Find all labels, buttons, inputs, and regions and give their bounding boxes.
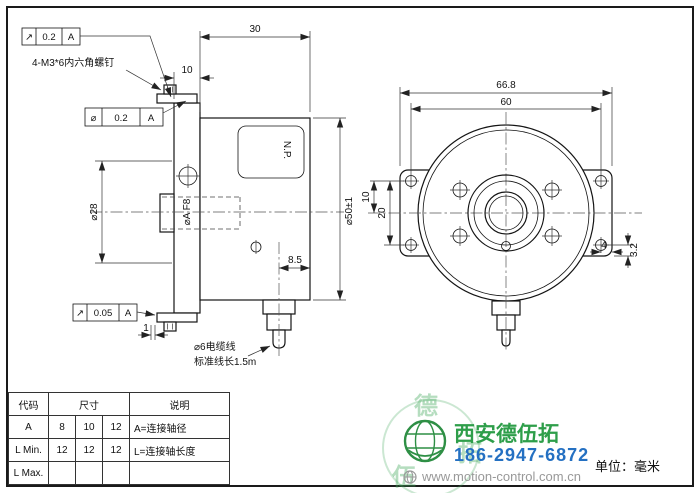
cell-desc: L=连接轴长度 — [129, 438, 230, 462]
dim-hole-spacing-label: 20 — [377, 207, 388, 219]
company-logo — [403, 419, 447, 463]
dim-plate-thickness-label: 1 — [143, 323, 149, 334]
shaft-bore-hidden — [162, 196, 241, 230]
screw-callout: 4-M3*6内六角螺钉 — [32, 56, 114, 69]
table-header-row: 代码 尺寸 说明 — [8, 392, 230, 416]
fcf-bottom-value: 0.05 — [94, 308, 113, 319]
watermark-circle — [382, 399, 480, 493]
drawing-frame — [6, 6, 694, 487]
table-row-a: A 8 10 12 A=连接轴径 — [8, 415, 230, 439]
dim-d50: ⌀50±1 — [313, 117, 355, 301]
dim-8-5: 8.5 — [278, 255, 310, 272]
cell-code: L Max. — [8, 461, 49, 485]
shaft-stub — [159, 193, 175, 233]
cell-desc — [129, 461, 230, 485]
cable-callout: ⌀6电缆线 — [194, 340, 236, 353]
dim-66-8: 66.8 — [399, 80, 613, 166]
hub-screw-holes — [450, 180, 562, 246]
dim-cable-offset-label: 8.5 — [288, 255, 302, 266]
fcf-top-datum: A — [68, 32, 75, 43]
set-screw-hole — [501, 241, 511, 251]
encoder-body — [199, 117, 311, 301]
website-row: www.motion-control.com.cn — [403, 469, 581, 484]
dim-d28: ⌀28 — [89, 160, 172, 264]
dim-depth-label: 30 — [249, 24, 261, 35]
dim-10: 10 — [160, 65, 214, 99]
flange-screw-hole — [176, 164, 200, 188]
dim-10-right: 10 — [361, 180, 378, 213]
company-name: 西安德伍拓 — [454, 423, 559, 446]
phone-number: 186-2947-6872 — [454, 445, 590, 465]
cell-value: 12 — [102, 438, 130, 462]
dim-overall-width-label: 66.8 — [496, 80, 516, 91]
cell-value: 12 — [75, 438, 103, 462]
fcf-bottom-datum: A — [125, 308, 132, 319]
nameplate-label: N.P. — [281, 141, 292, 159]
cell-value: 10 — [75, 415, 103, 439]
cell-value — [102, 461, 130, 485]
cable-length-callout: 标准线长1.5m — [194, 355, 256, 368]
dim-3-2: 3.2 — [607, 233, 640, 268]
dim-60: 60 — [410, 97, 602, 173]
cell-desc: A=连接轴径 — [129, 415, 230, 439]
dim-4: 4 — [590, 240, 623, 256]
table-row-lmin: L Min. 12 12 12 L=连接轴长度 — [8, 438, 230, 462]
dim-1: 1 — [138, 323, 168, 340]
dim-slot-depth-label: 3.2 — [629, 243, 640, 257]
header-size: 尺寸 — [48, 392, 130, 416]
nameplate-area — [237, 125, 305, 179]
cell-value: 12 — [48, 438, 76, 462]
cell-value: 8 — [48, 415, 76, 439]
fcf-top-value: 0.2 — [42, 32, 55, 43]
shaft-bore — [484, 191, 528, 235]
dim-body-diameter-label: ⌀50±1 — [344, 196, 355, 225]
fcf-mid-datum: A — [148, 113, 155, 124]
globe-icon — [403, 469, 417, 484]
watermark-char: 拓 — [458, 440, 482, 467]
cell-value: 12 — [102, 415, 130, 439]
ear-mounting-holes — [403, 173, 609, 253]
cell-code: A — [8, 415, 49, 439]
unit-label: 单位：毫米 — [595, 459, 661, 474]
cell-value — [48, 461, 76, 485]
fcf-mid-value: 0.2 — [114, 113, 127, 124]
watermark-char: 德 — [414, 393, 438, 420]
fcf-top-symbol: ↗ — [25, 32, 33, 43]
fcf-bottom-symbol: ↗ — [76, 308, 84, 319]
dim-flange-label: 10 — [181, 65, 193, 76]
fcf-runout-top: ↗ 0.2 A — [21, 27, 172, 98]
dim-hole-offset-label: 10 — [361, 191, 372, 203]
dim-slot-width-label: 4 — [601, 240, 607, 251]
footer-brand: 德 伍 拓 西安德伍拓 186-2947-6872 www.motion-con… — [380, 385, 695, 493]
fcf-runout-bottom: ↗ 0.05 A — [72, 303, 156, 322]
right-view: 66.8 60 20 10 4 3.2 — [361, 80, 642, 352]
bottom-clamp-screw — [156, 312, 198, 332]
cell-value — [75, 461, 103, 485]
fcf-concentricity: ⌀ 0.2 A — [84, 100, 187, 127]
top-clamp-screw — [156, 84, 198, 104]
spec-table: 代码 尺寸 说明 A 8 10 12 A=连接轴径 L Min. 12 12 1… — [8, 392, 230, 485]
website-url: www.motion-control.com.cn — [422, 469, 581, 484]
cell-code: L Min. — [8, 438, 49, 462]
dim-30: 30 — [199, 24, 311, 112]
header-desc: 说明 — [129, 392, 230, 416]
left-view: 30 10 ⌀28 ⌀50±1 8.5 1 — [21, 24, 355, 368]
shaft-bore-callout: ⌀A F8 — [182, 198, 193, 225]
header-code: 代码 — [8, 392, 49, 416]
hub-circles — [467, 174, 545, 252]
dim-bolt-spacing-label: 60 — [500, 97, 512, 108]
body-screw-detail — [250, 240, 262, 254]
table-row-lmax: L Max. — [8, 461, 230, 485]
dim-clamp-diameter-label: ⌀28 — [89, 203, 100, 221]
fcf-mid-symbol: ⌀ — [91, 113, 97, 124]
